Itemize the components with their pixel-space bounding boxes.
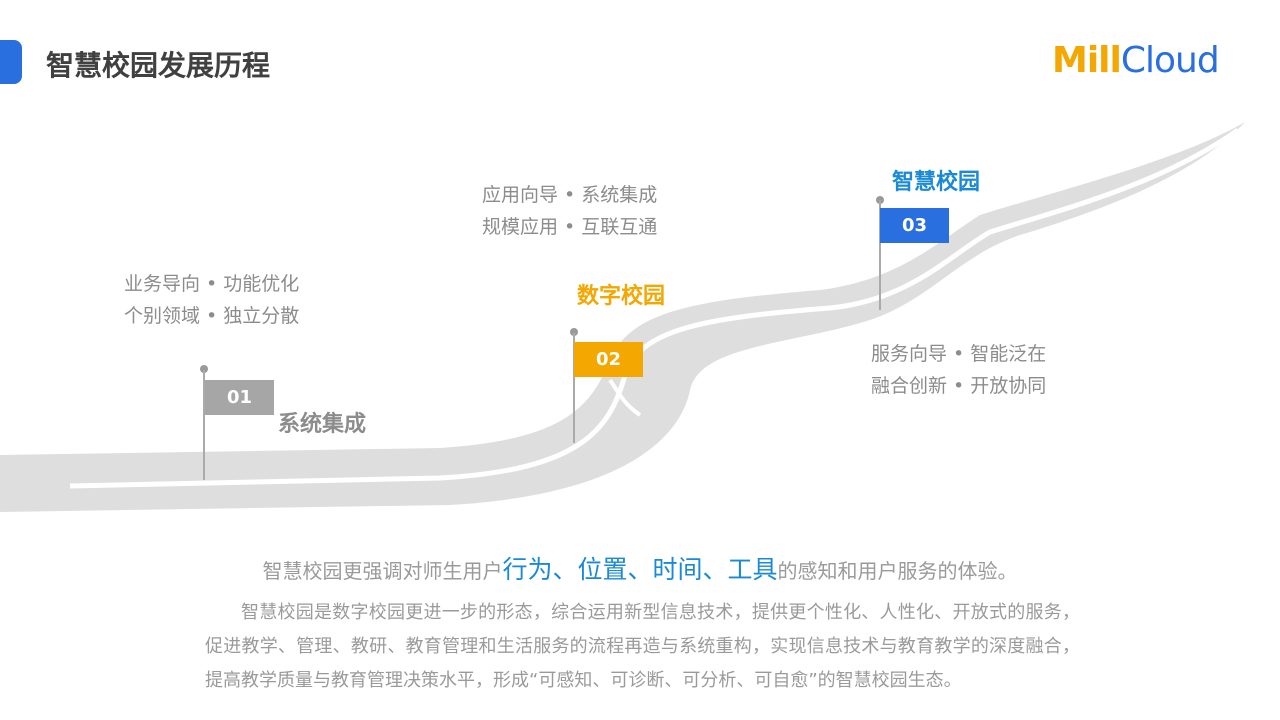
- stage-03-keywords: 服务向导 • 智能泛在融合创新 • 开放协同: [871, 343, 1047, 397]
- stage-01-pin-dot: [200, 365, 208, 373]
- stage-02-name: 数字校园: [577, 284, 666, 309]
- stage-02-pin-dot: [570, 328, 578, 336]
- stage-01-keywords: 业务导向 • 功能优化个别领域 • 独立分散: [124, 273, 300, 327]
- description-paragraph: 智慧校园是数字校园更进一步的形态，综合运用新型信息技术，提供更个性化、人性化、开…: [205, 602, 1080, 691]
- summary-line: 智慧校园更强调对师生用户行为、位置、时间、工具的感知和用户服务的体验。: [262, 555, 1018, 584]
- stage-01-name: 系统集成: [278, 412, 367, 437]
- stage-02-flag: 02: [574, 342, 643, 377]
- stage-01-flag: 01: [205, 380, 274, 415]
- stage-02-keywords: 应用向导 • 系统集成规模应用 • 互联互通: [482, 184, 658, 238]
- stage-03-name: 智慧校园: [892, 170, 981, 195]
- millcloud-logo: MillCloud: [1052, 40, 1220, 81]
- page-title: 智慧校园发展历程: [46, 49, 271, 82]
- stage-02-pole: [573, 333, 575, 443]
- title-accent-bar: [0, 40, 22, 84]
- stage-01-pole: [203, 370, 205, 480]
- stage-03-pole: [879, 200, 881, 310]
- stage-03-flag: 03: [880, 208, 949, 243]
